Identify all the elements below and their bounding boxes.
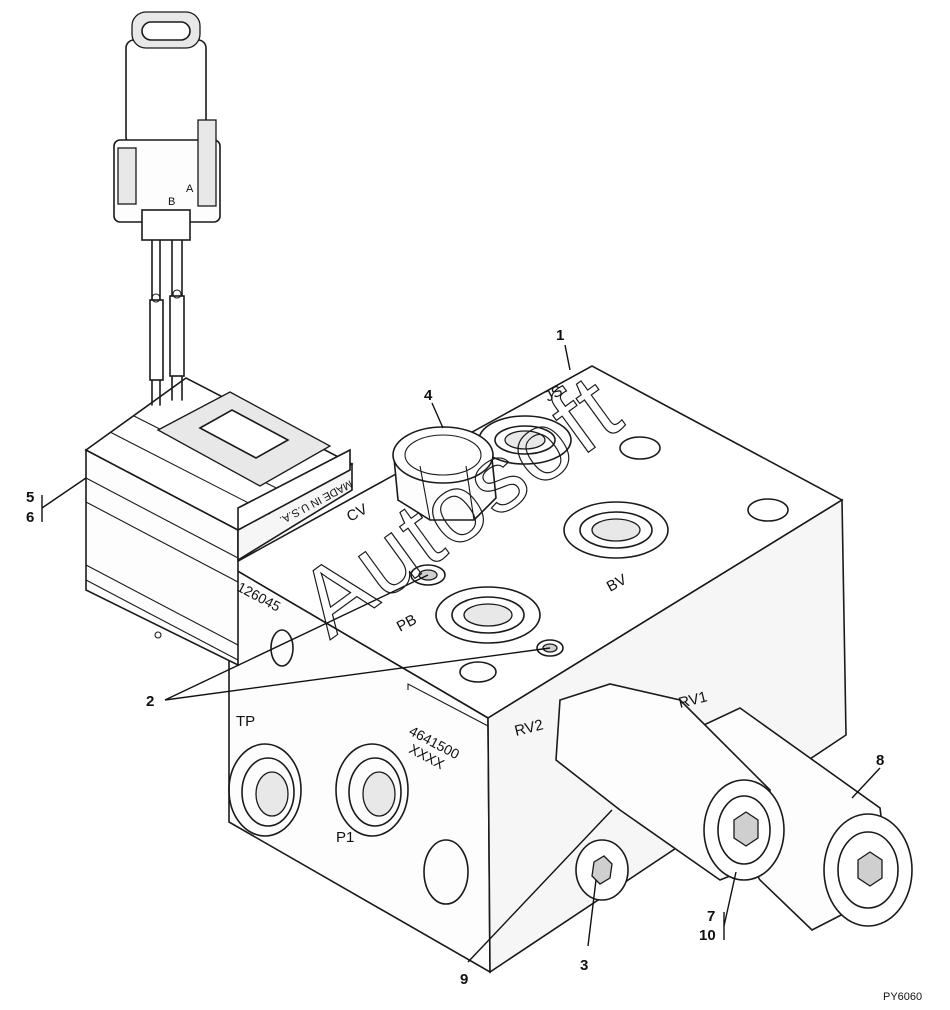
coil-rib-4 [85,579,239,661]
callout-2: 2 [146,693,154,710]
mark-js: JS [542,382,565,405]
front-small-hole [270,629,294,667]
leader-4 [431,402,444,429]
stamp-connector-b: B [168,196,175,208]
top-hole-3 [459,661,497,683]
rv2-hex-socket [733,811,759,847]
coil-rib-3 [85,564,239,646]
hex-plug [575,839,629,901]
callout-7: 7 [707,908,715,925]
cap-top-ring [404,434,482,476]
check-valve-cap [392,426,497,521]
leader-lines [41,344,881,963]
leader-2a [164,574,429,701]
connector-body [125,39,207,146]
callout-3: 3 [580,957,588,974]
leader-8 [851,767,881,799]
leader-9 [467,809,613,963]
rv1-end-ring [837,831,899,909]
leader-1 [564,344,571,371]
solenoid-coil [84,377,354,667]
relief-valve-rv2 [555,683,785,881]
coil-top-rib-1 [109,431,271,515]
callout-8: 8 [876,752,884,769]
connector-latch-left [117,147,137,205]
coil-rib-1 [85,477,239,559]
callout-10: 10 [699,927,716,944]
connector-tail [141,209,191,241]
rv1-hex-socket [857,851,883,887]
callout-5: 5 [26,489,34,506]
coil-rib-2 [85,501,239,583]
coil-plug-window [198,409,290,459]
leader-3 [587,879,597,947]
callout-6: 6 [26,509,34,526]
port-pb [435,586,541,644]
callout-9: 9 [460,971,468,988]
leader-2b [164,647,551,701]
port-p1 [335,743,409,837]
front-hole [423,839,469,905]
figure-id: PY6060 [883,991,922,1003]
mark-rv1: RV1 [677,688,709,711]
callout-1: 1 [556,327,564,344]
connector-mouth-inner [141,21,191,41]
rv2-end-ring [717,795,771,865]
made-in-usa-plate [237,448,351,532]
mark-p1: P1 [336,829,354,846]
callout-4: 4 [424,387,433,404]
coil-lead-wires [149,239,185,406]
leader-710 [723,871,737,927]
coil-rivet [154,631,162,639]
top-hole-1 [619,436,661,460]
port-tp [228,743,302,837]
leader-56 [41,477,87,509]
port-bv [563,501,669,559]
stamp-connector-a: A [186,183,194,195]
weatherpack-connector [113,11,221,241]
mark-tp: TP [236,713,255,730]
part-number-frame [407,683,489,736]
connector-latch-right [197,119,217,207]
top-hole-2 [747,498,789,522]
mark-rv2: RV2 [513,716,545,739]
